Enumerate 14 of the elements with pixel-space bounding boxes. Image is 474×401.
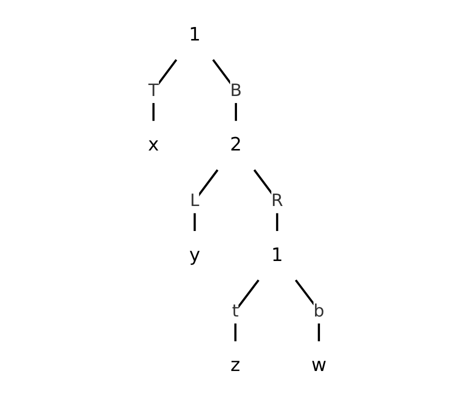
node-text: y [189, 244, 200, 266]
node-text: 2 [230, 134, 242, 156]
edge-label: L [190, 190, 200, 210]
edge-label: B [230, 80, 242, 100]
node-text: w [311, 354, 326, 376]
node-text: z [230, 354, 240, 376]
node-text: 1 [271, 244, 283, 266]
edge-label: b [313, 300, 324, 321]
node-text: 1 [188, 24, 200, 46]
edge-label: R [270, 190, 283, 210]
edge-label: T [148, 80, 158, 100]
game-tree-drawing: T B L R t b 1 x 2 y 1 z w [120, 5, 354, 396]
node-text: x [148, 134, 159, 156]
edge-label: t [232, 300, 239, 321]
